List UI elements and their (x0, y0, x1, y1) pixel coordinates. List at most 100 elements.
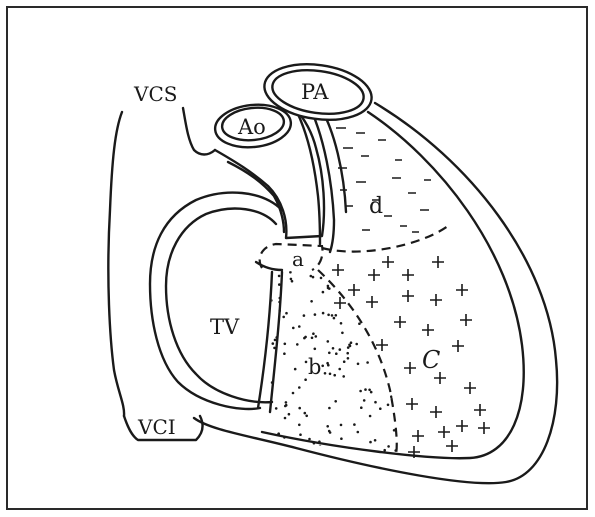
stipple-dot (340, 322, 343, 325)
stipple-dot (347, 357, 350, 360)
stipple-dot (340, 424, 343, 427)
stipple-dot (304, 378, 307, 381)
stipple-dot (356, 299, 359, 302)
stipple-dot (291, 280, 294, 283)
stipple-dot (288, 413, 291, 416)
stipple-dot (387, 445, 390, 448)
stipple-dot (383, 449, 386, 452)
stipple-dot (390, 395, 393, 398)
stipple-dot (334, 280, 337, 283)
region-c-plus-signs (332, 256, 490, 458)
stipple-dot (310, 300, 313, 303)
stipple-dot (303, 314, 306, 317)
stipple-dot (322, 291, 325, 294)
stipple-dot (279, 453, 282, 456)
boundary-d (322, 226, 448, 252)
stipple-dot (305, 415, 308, 418)
stipple-dot (298, 424, 301, 427)
stipple-dot (285, 401, 288, 404)
label-a: a (292, 247, 304, 271)
plus-sign (430, 406, 442, 418)
stipple-dot (275, 407, 278, 410)
stipple-dot (296, 343, 299, 346)
right-atrium-outer-wall (108, 112, 124, 416)
stipple-dot (358, 300, 361, 303)
stipple-dot (355, 343, 358, 346)
label-b: b (308, 355, 321, 379)
plus-sign (394, 316, 406, 328)
stipple-dot (314, 313, 317, 316)
stipple-dot (380, 304, 383, 307)
stipple-dot (298, 325, 301, 328)
stipple-dot (304, 412, 307, 415)
stipple-dot (358, 322, 361, 325)
stipple-dot (308, 438, 311, 441)
heart-outline (108, 103, 557, 483)
label-d: d (369, 194, 383, 219)
stipple-dot (292, 327, 295, 330)
stipple-dot (368, 295, 371, 298)
stipple-dot (333, 317, 336, 320)
stipple-dot (289, 271, 292, 274)
plus-sign (404, 362, 416, 374)
label-vcs: VCS (133, 82, 177, 106)
stipple-dot (315, 335, 318, 338)
stipple-dot (328, 352, 331, 355)
stipple-dot (374, 439, 377, 442)
stipple-dot (314, 348, 317, 351)
plus-sign (382, 256, 394, 268)
stipple-dot (334, 400, 337, 403)
stipple-dot (312, 276, 315, 279)
stipple-dot (360, 406, 363, 409)
stipple-dot (272, 342, 275, 345)
plus-sign (412, 430, 424, 442)
stipple-dot (327, 340, 330, 343)
stipple-dot (298, 407, 301, 410)
stipple-dot (389, 319, 392, 322)
plus-sign (406, 398, 418, 410)
stipple-dot (370, 391, 373, 394)
stipple-dot (284, 417, 287, 420)
stipple-dot (353, 423, 356, 426)
stipple-dot (389, 290, 392, 293)
plus-sign (456, 284, 468, 296)
label-ao: Ao (237, 115, 266, 139)
stipple-dot (310, 275, 313, 278)
stipple-dot (364, 388, 367, 391)
plus-sign (348, 284, 360, 296)
stipple-dot (343, 360, 346, 363)
stipple-dot (326, 362, 329, 365)
stipple-dot (382, 276, 385, 279)
stipple-dot (319, 445, 322, 448)
stipple-dot (335, 314, 338, 317)
stipple-dot (366, 361, 369, 364)
stipple-dot (381, 298, 384, 301)
stipple-dot (339, 348, 342, 351)
stipple-dot (399, 373, 402, 376)
stipple-dot (340, 437, 343, 440)
plus-sign (368, 269, 380, 281)
stipple-dot (327, 287, 330, 290)
plus-sign (460, 314, 472, 326)
stipple-dot (369, 415, 372, 418)
stipple-dot (342, 375, 345, 378)
plus-sign (464, 382, 476, 394)
plus-sign (438, 426, 450, 438)
pa-tube-left (296, 110, 320, 244)
stipple-dot (312, 332, 315, 335)
stipple-dot (284, 343, 287, 346)
aorta-tube-inner (228, 162, 284, 232)
plus-sign (402, 290, 414, 302)
region-d-shading (336, 128, 431, 232)
plus-sign (452, 340, 464, 352)
stipple-dot (299, 433, 302, 436)
stipple-dot (328, 430, 331, 433)
stipple-dot (285, 312, 288, 315)
stipple-dot (359, 302, 362, 305)
label-pa: PA (301, 80, 329, 104)
plus-sign (478, 422, 490, 434)
stipple-dot (335, 352, 338, 355)
svc-wall (183, 108, 215, 155)
stipple-dot (292, 392, 295, 395)
